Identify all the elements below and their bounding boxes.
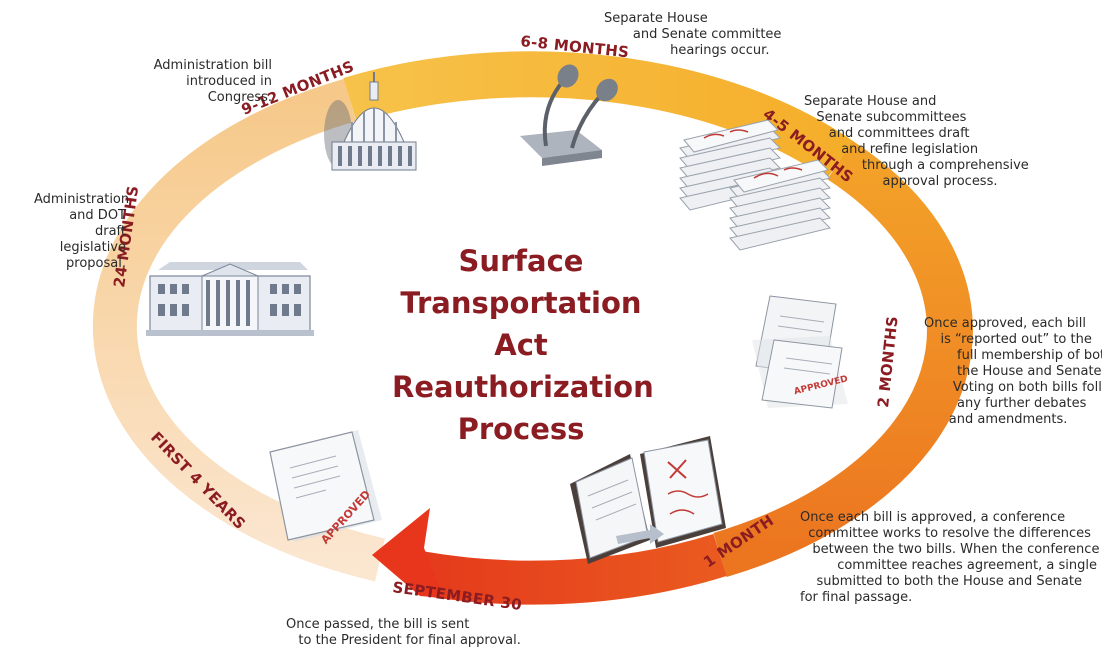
title-line-4: Process [457,412,585,446]
ring-left-segment [92,78,385,582]
conference-documents-icon [570,436,726,564]
title-line-3: Reauthorization [392,370,654,404]
stage-description-6-8-months: Separate House and Senate committee hear… [604,11,782,58]
white-house-icon [146,262,314,336]
stage-description-1-month: Once each bill is approved, a conference… [800,510,1102,605]
document-stacks-icon [679,119,831,251]
phase-label-2-months: 2 MONTHS [874,315,902,408]
stage-description-2-months: Once approved, each bill is “reported ou… [924,316,1102,427]
microphones-icon [520,64,618,166]
stage-description-september-30: Once passed, the bill is sent to the Pre… [286,617,521,647]
ring-bottom-segment [416,534,727,605]
stage-description-24-months: Administration and DOT draft legislative… [34,192,130,271]
ring-right-segment [713,140,973,578]
title-line-1: Surface [458,244,584,278]
stage-description-4-5-months: Separate House and Senate subcommittees … [804,94,1029,189]
approved-bill-icon: APPROVED [269,430,382,547]
title-line-2: Transportation Act [400,286,642,362]
approved-bills-icon: APPROVED [752,295,849,409]
ring-arrowhead [372,508,444,598]
capitol-dome-icon [324,72,417,171]
diagram-title: Surface Transportation Act Reauthorizati… [392,240,654,450]
stage-description-9-12-months: Administration bill introduced in Congre… [153,58,272,105]
